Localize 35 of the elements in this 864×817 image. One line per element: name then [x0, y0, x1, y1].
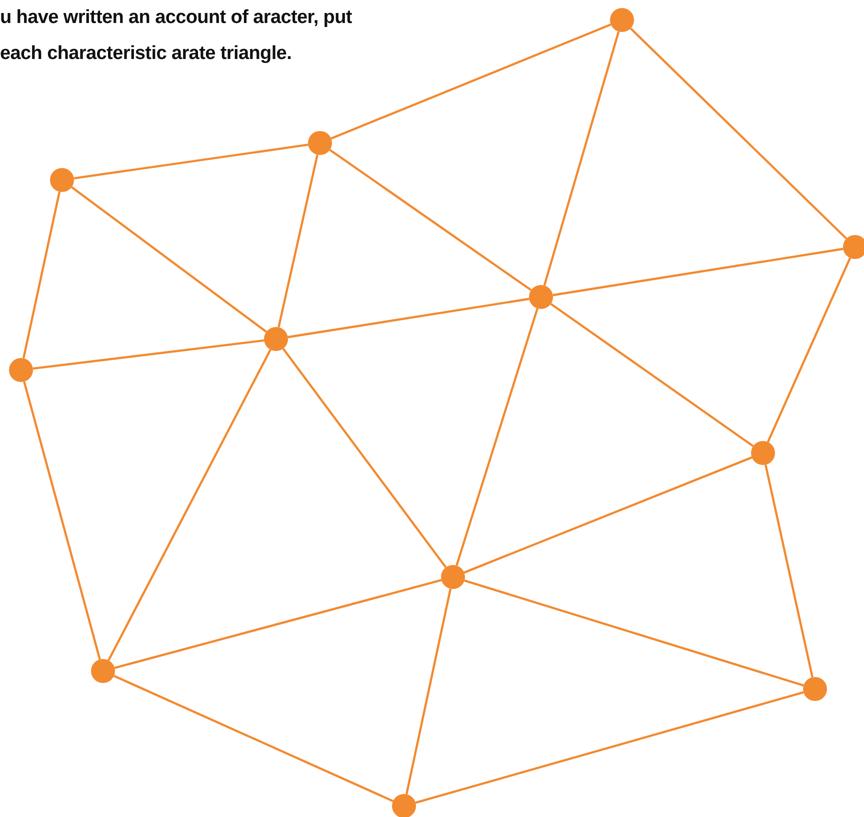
- circle-node: [529, 285, 553, 309]
- connector-line: [282, 348, 447, 568]
- connector-line: [630, 28, 848, 240]
- connector-line: [552, 248, 844, 296]
- circle-node: [308, 131, 332, 155]
- instruction-text: u have written an account of aracter, put each characteristic arate triangle.: [0, 6, 353, 66]
- connector-line: [543, 31, 620, 286]
- circle-node: [803, 677, 827, 701]
- connector-line: [70, 186, 268, 333]
- circle-node: [264, 327, 288, 351]
- connector-line: [766, 258, 852, 442]
- circle-node: [91, 659, 115, 683]
- circle-node: [751, 441, 775, 465]
- circle-node: [441, 565, 465, 589]
- connector-line: [114, 579, 442, 669]
- connector-line: [114, 674, 394, 802]
- connector-line: [74, 144, 308, 180]
- connector-line: [550, 303, 754, 447]
- circle-node: [9, 358, 33, 382]
- connector-line: [405, 588, 452, 794]
- connector-line: [464, 580, 804, 686]
- circle-node: [610, 8, 634, 32]
- connector-line: [415, 691, 804, 804]
- connector-line: [330, 24, 612, 140]
- connector-line: [329, 148, 532, 292]
- connector-line: [456, 308, 538, 566]
- connector-line: [23, 381, 101, 660]
- connector-line: [464, 456, 752, 574]
- connector-line: [764, 464, 814, 678]
- connector-line: [278, 154, 318, 328]
- connector-line: [108, 349, 272, 661]
- connector-line: [288, 298, 530, 338]
- connector-line: [32, 339, 264, 370]
- connector-line: [22, 192, 61, 358]
- circle-node: [50, 168, 74, 192]
